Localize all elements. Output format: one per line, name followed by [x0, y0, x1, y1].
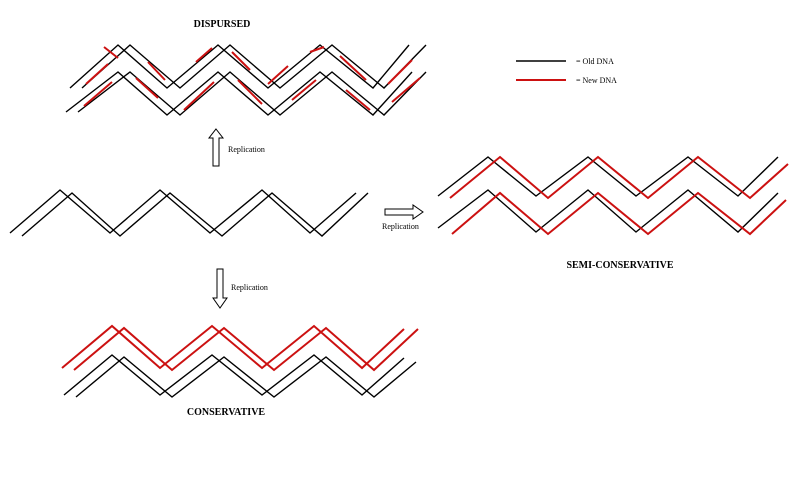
dispursed-b-new-segment	[83, 81, 113, 107]
dispursed-a-new-segment	[231, 51, 251, 71]
semi-a-new-strand	[449, 155, 789, 200]
down-arrow-icon	[212, 268, 228, 309]
dispursed-b-new-segment	[345, 89, 371, 111]
semi-helix-a	[437, 155, 789, 200]
dispursed-b-new-segment	[183, 81, 215, 111]
dispursed-b-new-segment	[391, 77, 421, 103]
semi-b-new-strand	[451, 191, 787, 236]
dispursed-b-new-segment	[291, 79, 317, 101]
semi-a-old-strand	[437, 156, 779, 197]
conservative-group: CONSERVATIVE	[61, 324, 419, 418]
dispursed-a-new-segment	[195, 47, 213, 63]
conservative-title: CONSERVATIVE	[187, 407, 266, 418]
dispursed-a-new-segment	[103, 46, 119, 59]
dispursed-helix-a	[69, 44, 427, 89]
semi-conservative-title: SEMI-CONSERVATIVE	[566, 260, 673, 271]
arrow-right-replication: Replication	[382, 204, 424, 231]
dispursed-a-new-segment	[387, 59, 413, 85]
dispursed-b-new-segment	[135, 77, 159, 99]
dispursed-b-new-segment	[237, 79, 263, 105]
dispursed-helix-b	[65, 71, 427, 116]
dispursed-title: DISPURSED	[194, 19, 251, 30]
dispursed-a-new-segment	[339, 55, 367, 81]
dispursed-a-new-segment	[267, 65, 289, 85]
original-strand-2	[21, 192, 369, 237]
arrow-down-replication: Replication	[212, 268, 268, 309]
dispursed-a-new-segment	[147, 61, 166, 81]
up-arrow-icon	[207, 128, 225, 167]
dispursed-a-strand-old	[69, 44, 410, 89]
legend-old-label: = Old DNA	[576, 57, 614, 66]
semi-conservative-group: SEMI-CONSERVATIVE	[437, 155, 789, 271]
dispursed-a-strand-mixed-base	[81, 44, 427, 89]
original-helix	[9, 189, 369, 237]
replication-label-down: Replication	[231, 283, 268, 292]
conservative-new-strand-2	[73, 326, 419, 372]
conservative-new-strand-1	[61, 324, 405, 370]
legend-new-label: = New DNA	[576, 76, 617, 85]
dispursed-b-strand-old	[65, 71, 413, 116]
arrow-up-replication: Replication	[207, 128, 265, 167]
dispursed-a-new-segment	[309, 46, 325, 53]
replication-label-right: Replication	[382, 222, 419, 231]
right-arrow-icon	[384, 204, 424, 220]
legend: = Old DNA = New DNA	[516, 57, 617, 85]
dispursed-a-new-segment	[85, 63, 109, 85]
dispursed-group: DISPURSED	[65, 19, 427, 116]
conservative-old-strand-2	[75, 356, 417, 398]
conservative-new-helix	[61, 324, 419, 372]
conservative-old-helix	[63, 354, 417, 398]
replication-label-up: Replication	[228, 145, 265, 154]
original-strand-1	[9, 189, 357, 234]
semi-helix-b	[437, 189, 787, 236]
semi-b-old-strand	[437, 189, 779, 233]
conservative-old-strand-1	[63, 354, 405, 396]
